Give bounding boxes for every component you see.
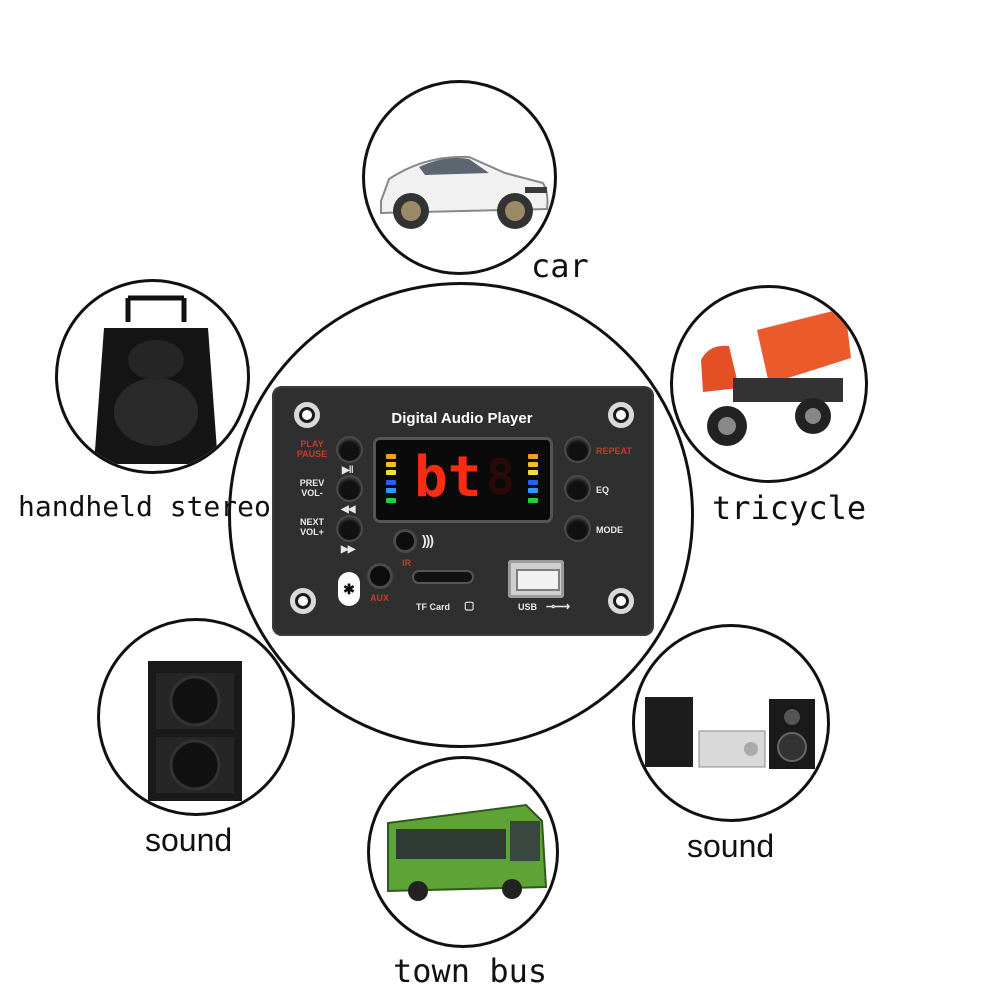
level-meter	[386, 454, 396, 459]
caption-town-bus: town bus	[393, 952, 548, 990]
tricycle-image	[701, 308, 851, 446]
level-meter	[528, 480, 538, 485]
screw-top-right	[608, 402, 634, 428]
screw-bottom-right	[608, 588, 634, 614]
car-circle	[362, 80, 557, 275]
previous-icon: ◀◀	[341, 504, 355, 515]
level-meter	[528, 470, 538, 475]
audio-player-panel: Digital Audio Player PLAY PAUSE ▶‖ PREV …	[272, 386, 654, 636]
ir-receiver	[396, 532, 414, 550]
usb-port[interactable]	[508, 560, 564, 598]
level-meter	[528, 488, 538, 493]
sound-right-circle	[632, 624, 830, 822]
next-icon: ▶▶	[341, 544, 355, 555]
mode-button[interactable]	[566, 517, 589, 540]
sound-speaker-image	[148, 661, 242, 801]
level-meter	[386, 480, 396, 485]
bus-image	[387, 803, 548, 901]
hifi-system-image	[645, 697, 815, 769]
level-meter	[528, 462, 538, 467]
handheld-stereo-circle	[55, 279, 250, 474]
level-meter	[386, 470, 396, 475]
tricycle-circle	[670, 285, 868, 483]
level-meter	[528, 454, 538, 459]
display-dim-digit: 8	[486, 450, 515, 506]
label-repeat: REPEAT	[596, 446, 632, 456]
label-play-pause: PLAY PAUSE	[296, 439, 328, 459]
label-prev-vol: PREV VOL-	[299, 478, 325, 498]
usb-icon: ⊸⟶	[546, 601, 570, 613]
next-vol-up-button[interactable]	[338, 517, 361, 540]
level-meter	[528, 498, 538, 503]
trolley-speaker-image	[94, 295, 218, 464]
level-meter	[386, 462, 396, 467]
play-pause-button[interactable]	[338, 438, 361, 461]
center-circle	[228, 282, 694, 748]
display-text: bt	[414, 445, 482, 510]
wireless-signal-icon: )))	[422, 532, 434, 548]
level-meter	[386, 488, 396, 493]
label-next-vol: NEXT VOL+	[299, 517, 324, 537]
screw-top-left	[294, 402, 320, 428]
play-pause-icon: ▶‖	[342, 465, 354, 476]
label-eq: EQ	[596, 485, 610, 495]
caption-sound-left: sound	[145, 822, 233, 858]
label-mode: MODE	[596, 525, 623, 535]
label-tf-card: TF Card	[416, 602, 451, 612]
panel-title: Digital Audio Player	[391, 410, 533, 427]
label-ir: IR	[402, 558, 411, 568]
led-display: bt 8	[376, 440, 550, 520]
sd-card-icon: ▢	[464, 600, 474, 612]
caption-sound-right: sound	[687, 828, 775, 864]
aux-jack[interactable]	[370, 566, 390, 586]
level-meter	[386, 498, 396, 503]
caption-car: car	[531, 247, 589, 285]
sound-left-circle	[97, 618, 295, 816]
bluetooth-icon: ✱	[338, 572, 360, 606]
prev-vol-down-button[interactable]	[338, 477, 361, 500]
car-image	[380, 155, 549, 229]
eq-button[interactable]	[566, 477, 589, 500]
repeat-button[interactable]	[566, 438, 589, 461]
label-usb: USB	[518, 602, 538, 612]
screw-bottom-left	[290, 588, 316, 614]
town-bus-circle	[367, 756, 559, 948]
caption-tricycle: tricycle	[712, 489, 867, 527]
label-aux: AUX	[370, 593, 390, 603]
tf-card-slot[interactable]	[414, 572, 472, 582]
